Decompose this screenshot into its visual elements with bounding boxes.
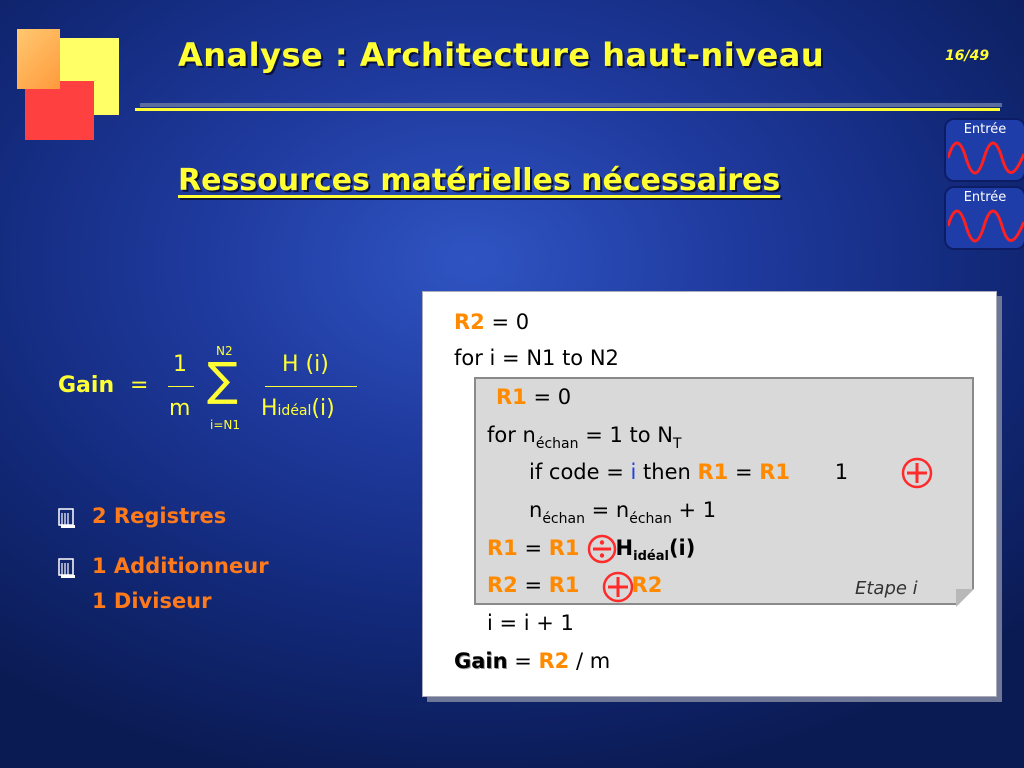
code-line-n-increment: néchan = néchan + 1 — [529, 498, 717, 527]
page-number: 16/49 — [945, 48, 990, 64]
formula-numerator: 1 — [173, 352, 187, 377]
book-bullet-icon — [58, 558, 75, 578]
divider-operator-icon — [587, 534, 617, 564]
sum-lower-bound: i=N1 — [210, 418, 240, 432]
bullet-adder: 1 Additionneur — [92, 554, 269, 578]
code-line-gain: Gain = R2 / m — [454, 649, 611, 673]
formula-gain-label: Gain — [58, 373, 115, 398]
formula-h-fraction-bar — [265, 386, 357, 387]
title-rule-shadow — [140, 103, 1002, 107]
formula-fraction-bar — [168, 386, 194, 387]
bullet-divider: 1 Diviseur — [92, 589, 212, 613]
logo-square-orange — [17, 29, 60, 89]
logo-square-red — [25, 81, 94, 140]
sum-upper-bound: N2 — [216, 344, 233, 358]
sine-wave-icon — [948, 209, 1024, 243]
code-line-for-n: for néchan = 1 to NT — [487, 423, 682, 452]
sigma-icon: ∑ — [207, 352, 238, 406]
entree-button-label: Entrée — [963, 122, 1007, 137]
slide-title: Analyse : Architecture haut-niveau — [178, 36, 825, 74]
entree-button-2[interactable]: Entrée — [944, 186, 1024, 250]
step-box — [474, 377, 974, 605]
bullet-registers: 2 Registres — [92, 504, 227, 528]
code-line-r2-init: R2 = 0 — [454, 310, 530, 334]
step-label: Etape i — [855, 578, 918, 599]
title-rule — [135, 108, 1000, 111]
adder-operator-icon — [901, 457, 933, 489]
formula-equals: = — [130, 373, 149, 398]
sine-wave-icon — [948, 141, 1024, 175]
book-bullet-icon — [58, 508, 75, 528]
formula-denominator: m — [169, 396, 191, 421]
slide-subtitle: Ressources matérielles nécessaires — [178, 163, 781, 198]
code-line-i-increment: i = i + 1 — [487, 611, 574, 635]
code-line-if: if code = i then R1 = R1 1 — [529, 460, 849, 484]
entree-button-label: Entrée — [963, 190, 1007, 205]
code-line-r1-init: R1 = 0 — [496, 385, 572, 409]
page-fold-icon — [956, 589, 974, 607]
code-line-for-i: for i = N1 to N2 — [454, 346, 619, 370]
entree-button-1[interactable]: Entrée — [944, 118, 1024, 182]
formula-h-numerator: H (i) — [282, 352, 329, 377]
adder-operator-icon — [602, 571, 634, 603]
formula-h-denominator: Hidéal(i) — [261, 396, 335, 421]
